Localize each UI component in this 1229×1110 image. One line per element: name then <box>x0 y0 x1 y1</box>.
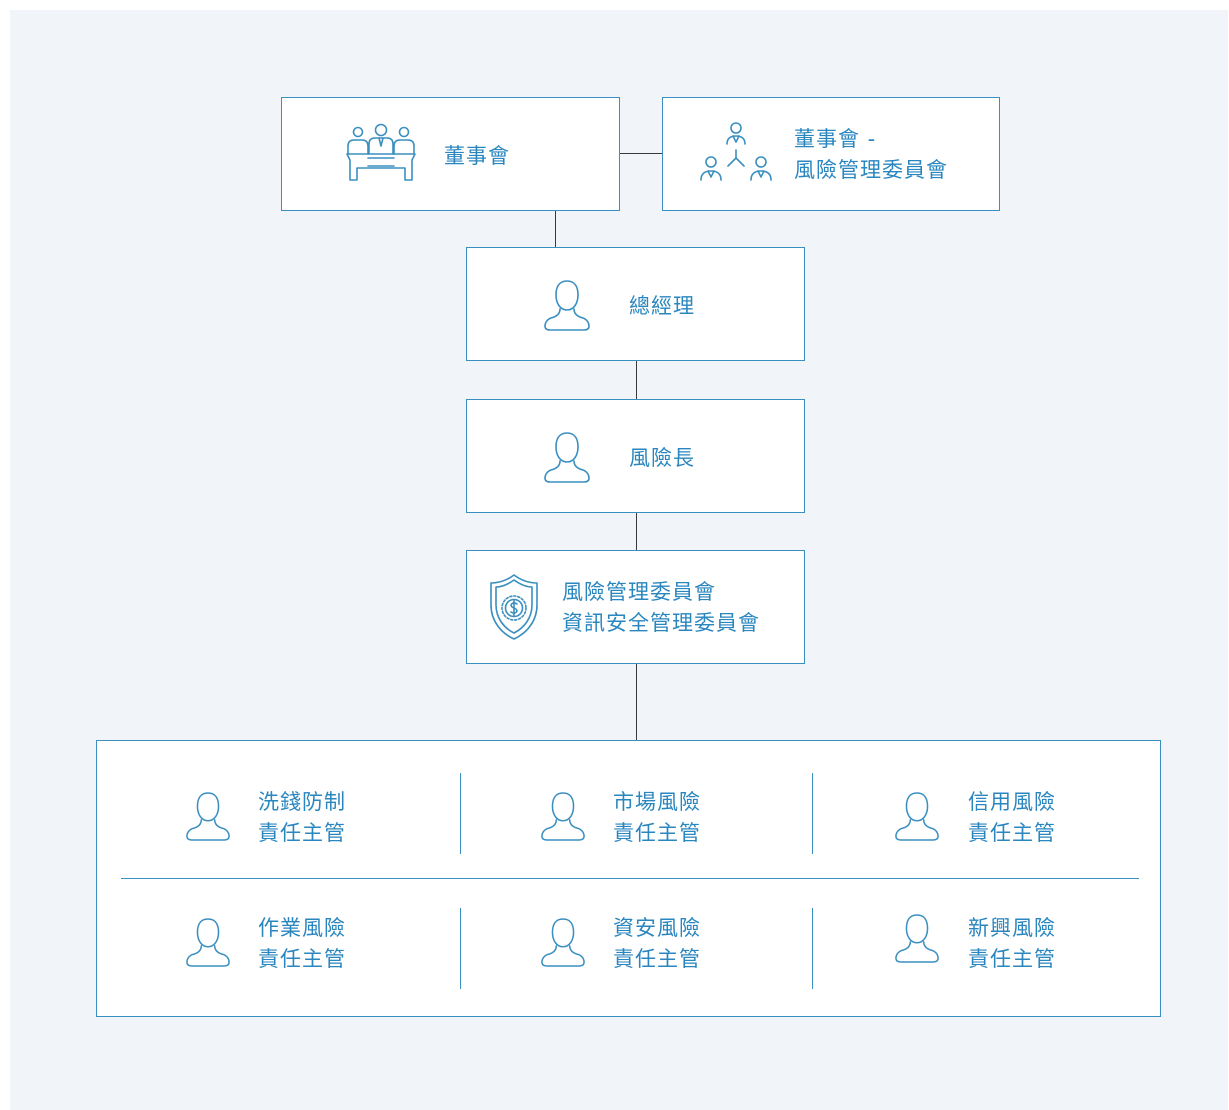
column-divider <box>812 773 813 854</box>
gm-label: 總經理 <box>629 294 695 318</box>
risk-committee-line1: 董事會 - <box>794 127 877 151</box>
connector-board-committee <box>619 153 662 154</box>
person-icon <box>894 911 940 965</box>
manager-line1: 洗錢防制 <box>258 790 346 814</box>
gm-box: 總經理 <box>466 247 805 361</box>
board-risk-committee-box: 董事會 - 風險管理委員會 <box>662 97 1000 211</box>
board-label: 董事會 <box>444 144 510 168</box>
manager-operational-risk: 作業風險 責任主管 <box>258 911 346 977</box>
connector-gm-cro <box>636 360 637 400</box>
connector-committees-managers <box>636 663 637 740</box>
manager-line2: 責任主管 <box>968 821 1056 845</box>
manager-line1: 作業風險 <box>258 916 346 940</box>
column-divider <box>460 908 461 989</box>
connector-cro-committees <box>636 512 637 551</box>
manager-line2: 責任主管 <box>258 821 346 845</box>
person-icon <box>185 789 231 843</box>
person-icon <box>185 915 231 969</box>
manager-line2: 責任主管 <box>258 947 346 971</box>
person-icon <box>540 789 586 843</box>
column-divider <box>812 908 813 989</box>
manager-emerging-risk: 新興風險 責任主管 <box>968 911 1056 977</box>
manager-line1: 市場風險 <box>613 790 701 814</box>
hierarchy-icon <box>699 120 773 184</box>
row-divider <box>121 878 1139 879</box>
manager-infosec-risk: 資安風險 責任主管 <box>613 911 701 977</box>
manager-line1: 信用風險 <box>968 790 1056 814</box>
person-icon <box>543 278 591 332</box>
committees-line2: 資訊安全管理委員會 <box>562 611 760 635</box>
manager-line2: 責任主管 <box>968 947 1056 971</box>
person-icon <box>540 915 586 969</box>
manager-aml: 洗錢防制 責任主管 <box>258 785 346 851</box>
connector-board-gm <box>555 210 556 248</box>
risk-committee-line2: 風險管理委員會 <box>794 158 948 182</box>
committees-box: 風險管理委員會 資訊安全管理委員會 <box>466 550 805 664</box>
board-box: 董事會 <box>281 97 620 211</box>
column-divider <box>460 773 461 854</box>
person-icon <box>894 789 940 843</box>
board-meeting-icon <box>344 122 418 184</box>
manager-market-risk: 市場風險 責任主管 <box>613 785 701 851</box>
cro-label: 風險長 <box>629 446 695 470</box>
shield-dollar-icon <box>489 573 539 641</box>
manager-line1: 資安風險 <box>613 916 701 940</box>
manager-line1: 新興風險 <box>968 916 1056 940</box>
manager-credit-risk: 信用風險 責任主管 <box>968 785 1056 851</box>
person-icon <box>543 430 591 484</box>
managers-panel: 洗錢防制 責任主管 市場風險 責任主管 信用風險 責任主管 <box>96 740 1161 1017</box>
manager-line2: 責任主管 <box>613 947 701 971</box>
manager-line2: 責任主管 <box>613 821 701 845</box>
committees-line1: 風險管理委員會 <box>562 580 716 604</box>
cro-box: 風險長 <box>466 399 805 513</box>
